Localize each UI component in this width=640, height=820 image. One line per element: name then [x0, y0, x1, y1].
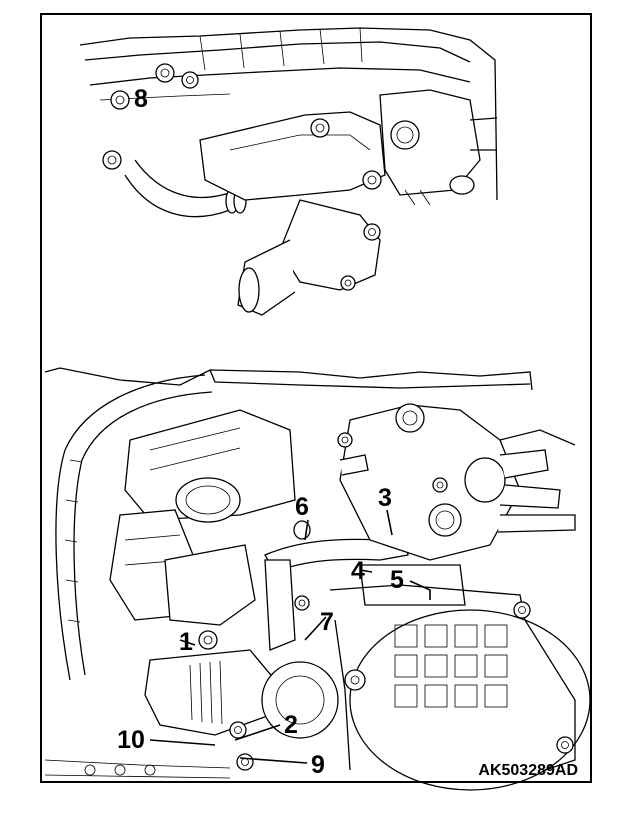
- callout-6: 6: [295, 493, 309, 521]
- figure-id: AK503289AD: [478, 762, 578, 779]
- callout-8: 8: [134, 85, 148, 113]
- callout-4: 4: [351, 557, 365, 585]
- panel-gap: [44, 325, 588, 363]
- callout-9: 9: [311, 751, 325, 779]
- bottom-panel-illustration: [44, 367, 591, 791]
- top-panel-illustration: [79, 27, 498, 316]
- callout-2: 2: [284, 711, 298, 739]
- callout-1: 1: [179, 628, 193, 656]
- callout-3: 3: [378, 484, 392, 512]
- callout-7: 7: [320, 608, 334, 636]
- leader-lines: [149, 509, 431, 764]
- callout-5: 5: [390, 566, 404, 594]
- callout-10: 10: [117, 726, 145, 754]
